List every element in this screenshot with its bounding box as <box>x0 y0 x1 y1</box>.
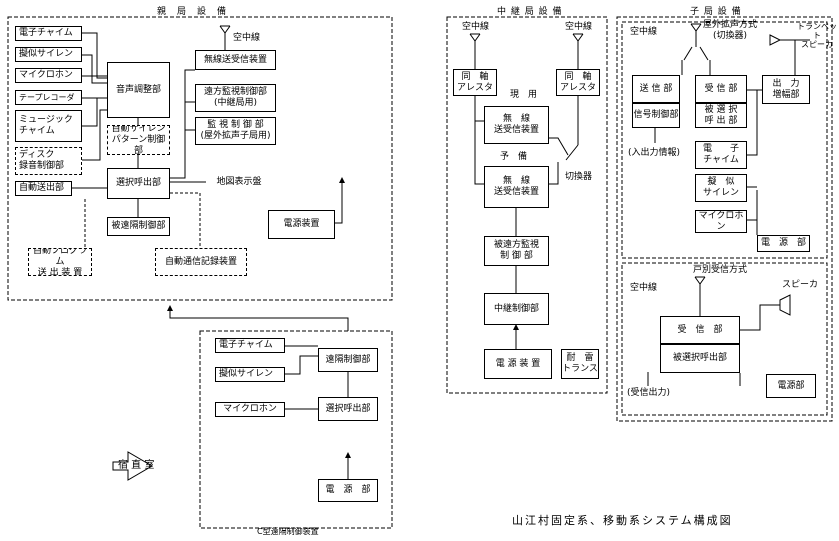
remote-caption: C型遠隔制御装置 <box>257 527 319 536</box>
child-tx: 送 信 部 <box>632 75 680 103</box>
remote-frame <box>199 330 393 529</box>
remote-chime: 電子チャイム <box>215 338 285 353</box>
relay-ctrl: 中継制御部 <box>484 293 549 325</box>
child-antenna-label: 空中線 <box>630 27 658 37</box>
parent-auto-send: 自動送出部 <box>15 181 72 196</box>
child-speaker-label: スピーカ <box>782 280 819 290</box>
child-mic: マイクロホン <box>695 210 747 233</box>
parent-frame <box>7 16 393 301</box>
child-trumpet-speaker: トランペット スピーカ <box>797 22 837 49</box>
parent-monitor-ctrl: 監 視 制 御 部 (屋外拡声子局用) <box>195 117 276 145</box>
child-frame <box>616 16 833 422</box>
child-chime: 電 子 チャイム <box>695 141 747 169</box>
child-outdoor-title: 屋外拡声方式 (切換器) <box>703 20 758 41</box>
relay-radio-active: 無 線 送受信装置 <box>484 106 549 144</box>
parent-music-chime: ミュージック チャイム <box>15 110 82 142</box>
parent-power: 電源装置 <box>268 210 335 239</box>
relay-switch-label: 切換器 <box>565 172 593 182</box>
figure-caption: 山江村固定系、移動系システム構成図 <box>512 514 733 527</box>
child-sel-called: 被 選 択 呼 出 部 <box>695 103 747 128</box>
parent-auto-log: 自動通信記録装置 <box>155 248 247 276</box>
relay-antenna-left: 空中線 <box>462 22 490 32</box>
remote-mic: マイクロホン <box>215 402 285 417</box>
parent-disk: ディスク 録音制御部 <box>15 147 82 175</box>
child-antenna2-label: 空中線 <box>630 283 658 293</box>
remote-power: 電 源 部 <box>318 479 378 502</box>
child-indiv-frame <box>621 262 828 416</box>
child-amp: 出 力 増幅部 <box>762 75 810 104</box>
relay-header: 中 継 局 設 備 <box>497 7 563 17</box>
parent-map-panel: 地図表示盤 <box>206 171 272 193</box>
parent-auto-program: 自動プログラム 送 出 装 置 <box>28 248 92 276</box>
parent-audio-adjust: 音声調整部 <box>107 62 170 118</box>
duty-room-arrow: 宿 直 室 <box>118 460 155 471</box>
child-sel-called2: 被選択呼出部 <box>660 344 740 373</box>
relay-power: 電 源 装 置 <box>484 349 552 379</box>
relay-lightning-trans: 耐 雷 トランス <box>561 349 599 379</box>
child-outdoor-frame <box>621 21 828 259</box>
parent-header: 親 局 設 備 <box>157 7 228 17</box>
remote-siren: 擬似サイレン <box>215 367 285 382</box>
relay-remote-monitor: 被遠方監視 制 御 部 <box>484 236 549 266</box>
child-siren: 擬 似 サイレン <box>695 174 747 202</box>
parent-tape: テープレコーダ <box>15 90 82 105</box>
relay-active-label: 現 用 <box>510 90 538 100</box>
parent-auto-siren: 自動サイレン パターン制御部 <box>107 125 170 155</box>
child-io-info: (入出力情報) <box>628 148 681 158</box>
relay-antenna-right: 空中線 <box>565 22 593 32</box>
relay-arrester-left: 同 軸 アレスタ <box>453 69 497 96</box>
child-signal-ctrl: 信号制御部 <box>632 103 680 128</box>
relay-arrester-right: 同 軸 アレスタ <box>556 69 600 96</box>
child-power-indiv: 電源部 <box>766 374 816 398</box>
child-indiv-title: 戸別受信方式 <box>693 265 748 275</box>
relay-standby-label: 予 備 <box>500 152 528 162</box>
child-rx: 受 信 部 <box>695 75 747 103</box>
parent-radio: 無線送受信装置 <box>195 50 276 70</box>
parent-remote-monitor: 遠方監視制御部 (中継局用) <box>195 84 276 112</box>
child-rx-output: (受信出力) <box>627 388 671 398</box>
child-power-outdoor: 電 源 部 <box>757 235 810 252</box>
relay-radio-standby: 無 線 送受信装置 <box>484 166 549 208</box>
relay-frame <box>446 16 608 394</box>
parent-antenna-label: 空中線 <box>233 33 261 43</box>
parent-siren: 擬似サイレン <box>15 47 82 62</box>
child-header: 子 局 設 備 <box>690 7 742 17</box>
parent-chime: 電子チャイム <box>15 26 82 41</box>
parent-remote-ctrl: 被遠隔制御部 <box>107 217 170 236</box>
parent-select-call: 選択呼出部 <box>107 168 170 199</box>
remote-ctrl: 遠隔制御部 <box>318 348 378 372</box>
child-rx2: 受 信 部 <box>660 316 740 344</box>
remote-select-call: 選択呼出部 <box>318 397 378 421</box>
parent-mic: マイクロホン <box>15 68 82 83</box>
